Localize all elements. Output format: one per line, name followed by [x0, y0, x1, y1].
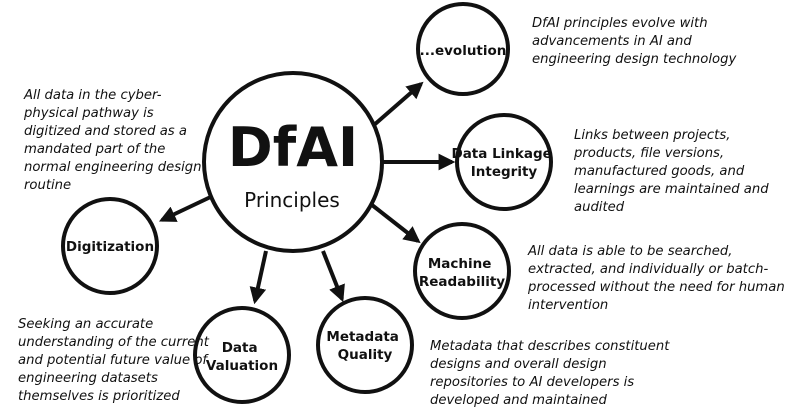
description-evolution: DfAI principles evolve with advancements… [532, 16, 737, 67]
node-data-valuation: Data Valuation [193, 306, 291, 404]
arrow-to-metadata-quality [321, 250, 345, 303]
description-data-valuation: Seeking an accurate understanding of the… [18, 317, 209, 404]
node-machine-readability: Machine Readability [413, 222, 511, 320]
center-subtitle: Principles [244, 188, 340, 212]
center-title: DfAI [228, 116, 358, 179]
node-label-machine-readability: Machine Readability [419, 256, 505, 290]
node-label-evolution: ...evolution [420, 43, 507, 59]
node-digitization: Digitization [61, 197, 159, 295]
node-label-digitization: Digitization [66, 239, 154, 255]
arrow-to-data-valuation [249, 250, 268, 305]
node-data-linkage-integrity: Data Linkage Integrity [451, 113, 556, 211]
description-data-linkage-integrity: Links between projects, products, file v… [574, 128, 769, 215]
description-digitization: All data in the cyber-physical pathway i… [24, 88, 202, 193]
node-label-data-valuation: Data Valuation [206, 340, 278, 374]
description-machine-readability: All data is able to be searched, extract… [528, 244, 785, 313]
node-evolution: ...evolution [416, 2, 510, 96]
center-node: DfAI Principles [202, 71, 384, 253]
description-metadata-quality: Metadata that describes constituent desi… [430, 339, 670, 408]
node-metadata-quality: Metadata Quality [316, 296, 414, 394]
node-label-data-linkage-integrity: Data Linkage Integrity [451, 146, 556, 180]
node-label-metadata-quality: Metadata Quality [326, 329, 403, 363]
arrow-to-evolution [372, 81, 424, 127]
arrow-to-machine-readability [370, 203, 421, 244]
